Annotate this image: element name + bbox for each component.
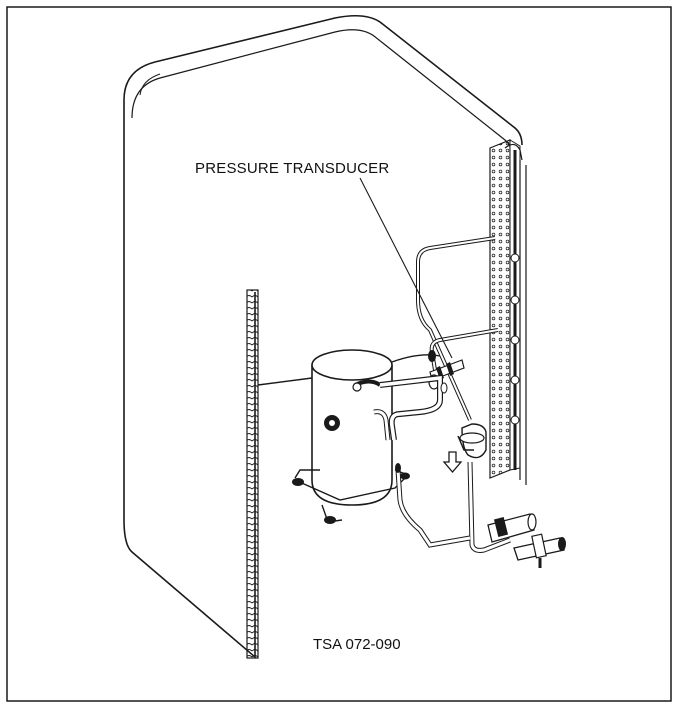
condenser-coil-outer <box>123 14 523 659</box>
service-valve-1 <box>487 513 537 543</box>
header-bend <box>504 143 523 161</box>
coil-fin-edge <box>246 289 259 659</box>
pressure-transducer-label: PRESSURE TRANSDUCER <box>195 160 390 177</box>
outer-border <box>6 6 672 702</box>
suction-line-inner <box>379 375 442 441</box>
compressor <box>292 349 410 524</box>
filter-drier <box>457 423 487 459</box>
small-fittings <box>395 382 448 473</box>
perforated-bracket <box>489 139 511 479</box>
callout-leader <box>359 177 453 359</box>
condenser-coil-top-curve <box>139 73 161 96</box>
top-return-line <box>391 354 441 363</box>
coil-connection-line <box>257 377 313 386</box>
service-valve-2 <box>513 533 566 568</box>
figure-id: TSA 072-090 <box>313 636 401 653</box>
flow-arrow-icon <box>442 451 463 474</box>
suction-service-line <box>395 469 471 548</box>
discharge-line-inner <box>417 237 496 421</box>
header-sockets <box>510 253 520 425</box>
